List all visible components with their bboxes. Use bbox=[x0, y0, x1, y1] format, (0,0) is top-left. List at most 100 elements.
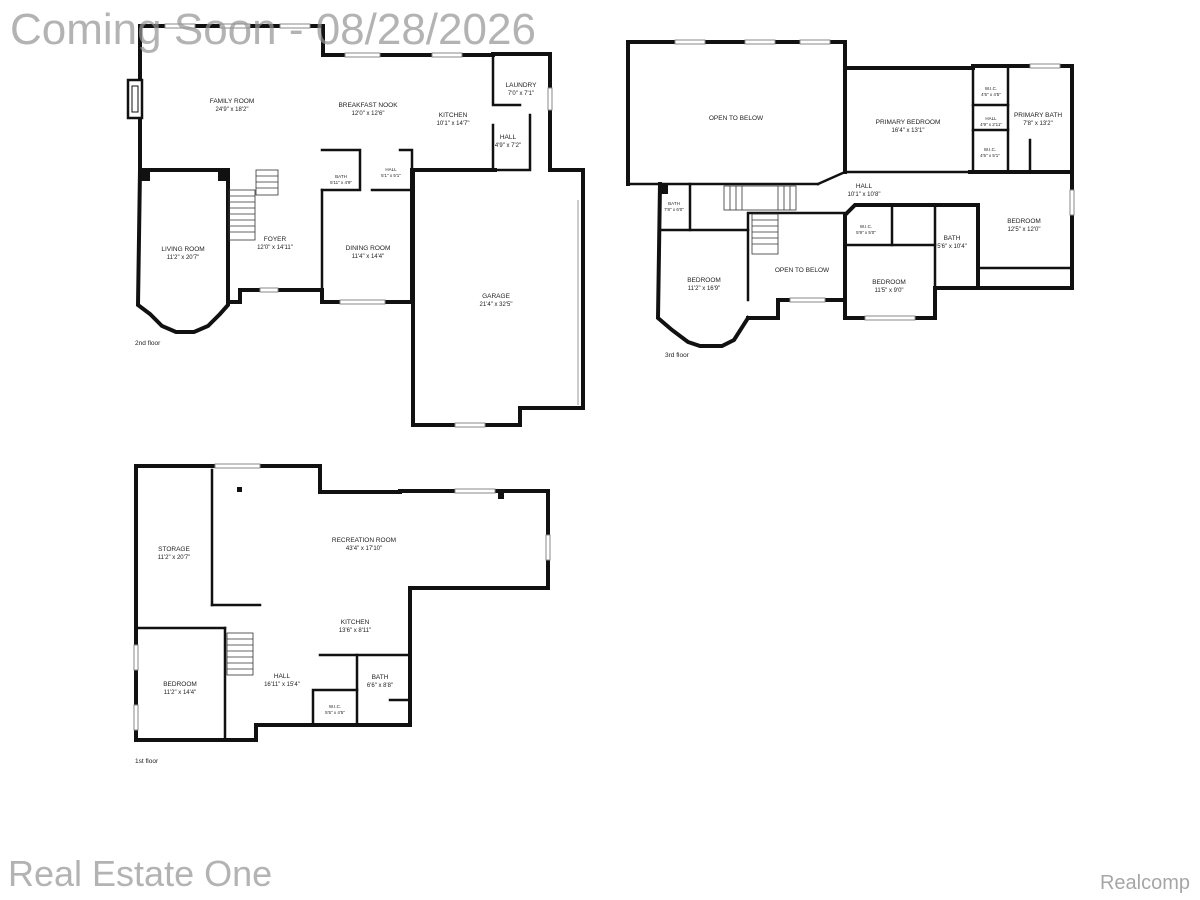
label-living-room: LIVING ROOM bbox=[161, 246, 204, 253]
label-hall-3rd: HALL bbox=[856, 183, 873, 190]
floor-3rd: OPEN TO BELOW PRIMARY BEDROOM 16'4" x 13… bbox=[626, 39, 1075, 359]
window bbox=[259, 287, 279, 293]
window bbox=[864, 315, 916, 321]
wall bbox=[816, 170, 847, 186]
window bbox=[344, 52, 381, 58]
label-bedroom-right: BEDROOM bbox=[1007, 218, 1041, 225]
window bbox=[219, 23, 251, 29]
window bbox=[133, 704, 139, 731]
column bbox=[218, 170, 228, 181]
wall-1st-outer bbox=[134, 464, 550, 742]
wall-garage bbox=[411, 168, 585, 427]
dim-laundry: 7'0" x 7'1" bbox=[508, 91, 534, 97]
label-storage: STORAGE bbox=[158, 546, 190, 553]
label-bath-1st: BATH bbox=[372, 674, 389, 681]
label-open-to-below-2: OPEN TO BELOW bbox=[775, 267, 830, 274]
label-family-room: FAMILY ROOM bbox=[210, 98, 255, 105]
label-breakfast-nook: BREAKFAST NOOK bbox=[338, 102, 398, 109]
dim-living-room: 11'2" x 20'7" bbox=[167, 255, 199, 261]
dim-hall-1st: 16'11" x 15'4" bbox=[264, 682, 300, 688]
dim-wic-2: 4'5" x 5'1" bbox=[980, 153, 1000, 158]
window bbox=[164, 23, 196, 29]
dim-recreation-room: 43'4" x 17'10" bbox=[346, 546, 382, 552]
floor-label-3rd: 3rd floor bbox=[665, 352, 690, 359]
watermark-coming-soon: Coming Soon - 08/28/2026 bbox=[10, 5, 536, 54]
window bbox=[744, 39, 776, 45]
wall-bedroom-left bbox=[655, 181, 751, 348]
label-hall-tiny: HALL bbox=[985, 116, 997, 121]
label-hall-2nd: HALL bbox=[500, 134, 517, 141]
stairs-3rd bbox=[723, 185, 797, 255]
window bbox=[279, 23, 311, 29]
window bbox=[214, 463, 261, 469]
dim-hall-2nd: 4'9" x 7'2" bbox=[495, 143, 521, 149]
wall-living-bay bbox=[135, 167, 230, 334]
label-wic-3: W.I.C. bbox=[860, 224, 872, 229]
label-primary-bath: PRIMARY BATH bbox=[1014, 112, 1062, 119]
floor-2nd: FAMILY ROOM 24'9" x 18'2" BREAKFAST NOOK… bbox=[126, 23, 585, 428]
label-hall-small: HALL bbox=[385, 167, 397, 172]
stairs-1st bbox=[226, 632, 254, 676]
label-primary-bedroom: PRIMARY BEDROOM bbox=[876, 119, 941, 126]
wall-hall bbox=[491, 113, 532, 172]
window bbox=[547, 87, 553, 111]
wall-otb2 bbox=[746, 211, 847, 302]
watermark-brokerage: Real Estate One bbox=[8, 853, 273, 894]
column bbox=[140, 170, 150, 181]
label-wic-1st: W.I.C. bbox=[329, 704, 341, 709]
label-bedroom-mid: BEDROOM bbox=[872, 279, 906, 286]
dim-bedroom-right: 12'5" x 12'0" bbox=[1008, 227, 1041, 233]
label-laundry: LAUNDRY bbox=[506, 82, 538, 89]
dim-bath-3rd-2: 5'6" x 10'4" bbox=[937, 244, 967, 250]
wall-bath bbox=[320, 148, 362, 192]
wall-bedroom-mid bbox=[843, 203, 980, 320]
label-wic-2: W.I.C. bbox=[984, 147, 996, 152]
dim-kitchen-2nd: 10'1" x 14'7" bbox=[437, 121, 470, 127]
label-bedroom-1st: BEDROOM bbox=[163, 681, 197, 688]
wall-wic-1st bbox=[311, 688, 359, 727]
label-wic-1: W.I.C. bbox=[985, 86, 997, 91]
dim-primary-bedroom: 16'4" x 13'1" bbox=[892, 128, 925, 134]
column bbox=[660, 184, 668, 194]
watermark-mls: Realcomp bbox=[1099, 872, 1190, 894]
window bbox=[431, 52, 463, 58]
dim-wic-3: 5'9" x 5'0" bbox=[856, 230, 876, 235]
column bbox=[498, 493, 504, 499]
dim-primary-bath: 7'8" x 13'2" bbox=[1023, 121, 1053, 127]
wall-open-to-below-2 bbox=[746, 298, 847, 320]
dim-hall-tiny: 4'9" x 2'11" bbox=[980, 122, 1002, 127]
window bbox=[799, 39, 831, 45]
dim-breakfast-nook: 12'0" x 12'6" bbox=[352, 111, 385, 117]
fireplace-hearth bbox=[131, 85, 139, 113]
label-bath-3rd-2: BATH bbox=[944, 235, 961, 242]
window bbox=[133, 644, 139, 671]
label-bath-3rd-1: BATH bbox=[668, 201, 680, 206]
window bbox=[454, 422, 486, 428]
label-bath-2nd: BATH bbox=[335, 174, 347, 179]
dim-storage: 11'2" x 20'7" bbox=[158, 555, 190, 561]
label-bedroom-left: BEDROOM bbox=[687, 277, 721, 284]
dim-hall-3rd: 10'1" x 10'8" bbox=[848, 192, 881, 198]
floor-1st: STORAGE 11'2" x 20'7" RECREATION ROOM 43… bbox=[133, 463, 551, 765]
label-hall-1st: HALL bbox=[274, 673, 291, 680]
window bbox=[454, 488, 496, 494]
dim-bath-2nd: 5'11" x 4'9" bbox=[330, 180, 352, 185]
wall-bedroom-right bbox=[976, 170, 1074, 290]
dim-bedroom-1st: 11'2" x 14'4" bbox=[164, 690, 196, 696]
dim-bath-1st: 6'6" x 8'8" bbox=[367, 683, 393, 689]
label-open-to-below-1: OPEN TO BELOW bbox=[709, 115, 764, 122]
label-kitchen-1st: KITCHEN bbox=[341, 619, 370, 626]
window bbox=[1029, 63, 1061, 69]
floor-label-1st: 1st floor bbox=[135, 758, 159, 765]
label-foyer: FOYER bbox=[264, 236, 287, 243]
window bbox=[545, 534, 551, 561]
wall-open-to-below bbox=[626, 40, 847, 186]
dim-dining-room: 11'4" x 14'4" bbox=[352, 254, 384, 260]
label-recreation-room: RECREATION ROOM bbox=[332, 537, 396, 544]
label-kitchen-2nd: KITCHEN bbox=[439, 112, 468, 119]
stairs-2nd bbox=[228, 169, 279, 241]
window bbox=[674, 39, 706, 45]
dim-foyer: 12'0" x 14'11" bbox=[257, 245, 293, 251]
dim-family-room: 24'9" x 18'2" bbox=[216, 107, 249, 113]
